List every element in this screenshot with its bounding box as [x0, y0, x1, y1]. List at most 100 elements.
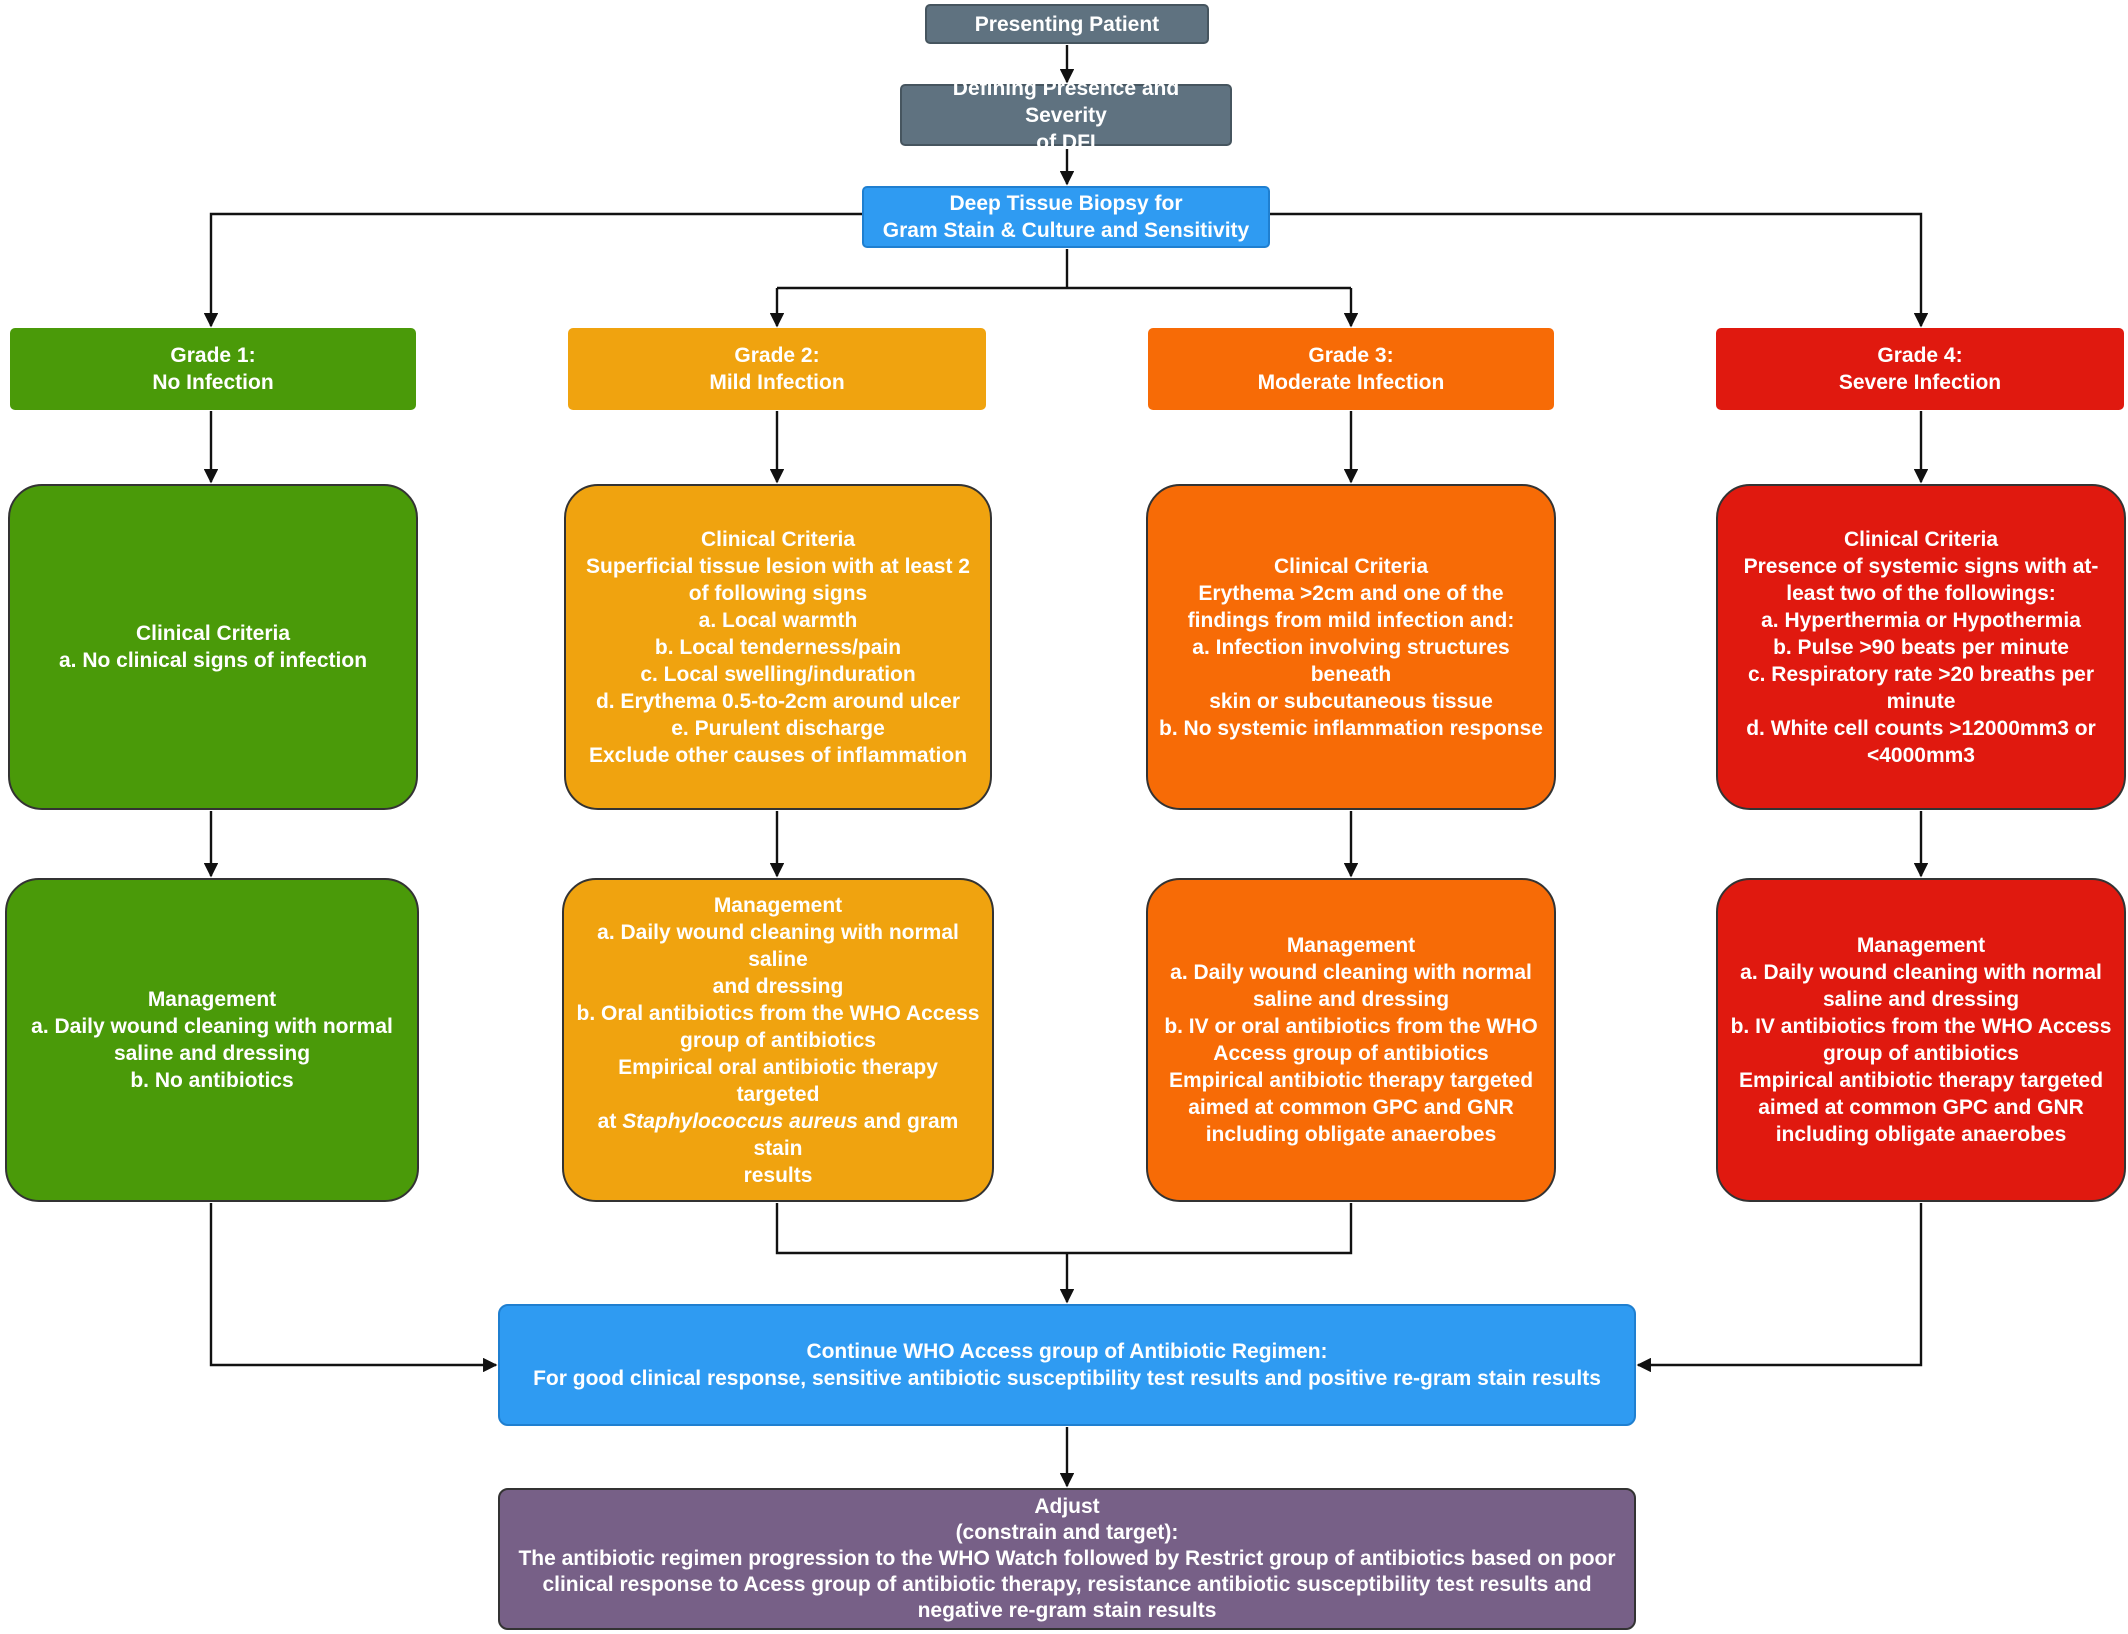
- grade-3-management: Management a. Daily wound cleaning with …: [1146, 878, 1556, 1202]
- grade-3-criteria-line: a. Infection involving structures beneat…: [1192, 635, 1510, 686]
- grade-2-criteria-line: of following signs: [688, 581, 868, 605]
- grade-4-criteria-line: minute: [1886, 689, 1956, 713]
- grade-2-management-line: group of antibiotics: [680, 1028, 876, 1052]
- adjust-title: Adjust: [1034, 1495, 1100, 1518]
- grade-3-name: Moderate Infection: [1257, 371, 1445, 394]
- grade-2-criteria-line: e. Purulent discharge: [671, 716, 885, 740]
- arrow-biopsy-to-grade-1: [203, 212, 862, 328]
- arrow-grade-4-to-continue: [1636, 1203, 1923, 1373]
- grade-1-clinical-criteria: Clinical Criteria a. No clinical signs o…: [8, 484, 418, 810]
- grade-1-criteria-title: Clinical Criteria: [135, 622, 291, 645]
- line-grade-2-3-join: [775, 1203, 1353, 1255]
- grade-4-management-line: aimed at common GPC and GNR: [1758, 1096, 2084, 1119]
- grade-3-label: Grade 3:: [1308, 344, 1394, 367]
- grade-2-management-line: Empirical oral antibiotic therapy target…: [618, 1055, 938, 1106]
- grade-3-management-line: a. Daily wound cleaning with normal: [1170, 961, 1532, 984]
- grade-2-criteria-line: a. Local warmth: [698, 608, 858, 632]
- grade-1-header: Grade 1: No Infection: [10, 328, 416, 410]
- grade-4-criteria-line: <4000mm3: [1866, 743, 1975, 767]
- grade-1-management-line: b. No antibiotics: [130, 1069, 294, 1092]
- grade-4-criteria-line: a. Hyperthermia or Hypothermia: [1761, 608, 2081, 632]
- grade-2-clinical-criteria: Clinical Criteria Superficial tissue les…: [564, 484, 992, 810]
- grade-4-management-line: saline and dressing: [1822, 988, 2020, 1011]
- grade-4-name: Severe Infection: [1838, 371, 2002, 394]
- grade-4-criteria-line: least two of the followings:: [1786, 581, 2056, 605]
- grade-1-name: No Infection: [152, 371, 274, 394]
- grade-3-management-line: saline and dressing: [1252, 988, 1450, 1011]
- grade-2-management-at: at: [597, 1109, 617, 1133]
- grade-1-management-line: saline and dressing: [113, 1042, 311, 1065]
- grade-2-header: Grade 2: Mild Infection: [568, 328, 986, 410]
- grade-2-criteria-line: Exclude other causes of inflammation: [588, 743, 968, 767]
- adjust-regimen-box: Adjust (constrain and target): The antib…: [498, 1488, 1636, 1630]
- adjust-subtitle: (constrain and target):: [955, 1521, 1179, 1544]
- biopsy-line-2: Gram Stain & Culture and Sensitivity: [882, 219, 1250, 242]
- grade-4-clinical-criteria: Clinical Criteria Presence of systemic s…: [1716, 484, 2126, 810]
- arrow-grade-1-to-continue: [209, 1203, 498, 1373]
- grade-1-management: Management a. Daily wound cleaning with …: [5, 878, 419, 1202]
- grade-4-management-line: a. Daily wound cleaning with normal: [1740, 961, 2102, 984]
- grade-1-label: Grade 1:: [170, 344, 256, 367]
- grade-2-management-line: a. Daily wound cleaning with normal sali…: [597, 920, 959, 971]
- defining-severity-line-1: Defining Presence and Severity: [952, 76, 1180, 127]
- grade-1-management-line: a. Daily wound cleaning with normal: [31, 1015, 393, 1038]
- grade-1-criteria-line: a. No clinical signs of infection: [58, 649, 368, 672]
- grade-3-criteria-title: Clinical Criteria: [1273, 554, 1429, 578]
- grade-4-criteria-line: Presence of systemic signs with at-: [1743, 554, 2099, 578]
- grade-2-management: Management a. Daily wound cleaning with …: [562, 878, 994, 1202]
- grade-4-header: Grade 4: Severe Infection: [1716, 328, 2124, 410]
- adjust-text-line: clinical response to Acess group of anti…: [542, 1573, 1592, 1596]
- grade-3-clinical-criteria: Clinical Criteria Erythema >2cm and one …: [1146, 484, 1556, 810]
- grade-2-management-line: b. Oral antibiotics from the WHO Access: [576, 1001, 980, 1025]
- grade-2-criteria-line: Superficial tissue lesion with at least …: [586, 554, 970, 578]
- grade-3-management-title: Management: [1286, 934, 1416, 957]
- grade-1-management-title: Management: [147, 988, 277, 1011]
- grade-4-management-line: b. IV antibiotics from the WHO Access: [1730, 1015, 2112, 1038]
- grade-3-management-line: Access group of antibiotics: [1213, 1042, 1489, 1065]
- grade-2-criteria-line: d. Erythema 0.5-to-2cm around ulcer: [595, 689, 961, 713]
- grade-3-criteria-line: findings from mild infection and:: [1187, 608, 1515, 632]
- arrow-biopsy-to-grade-4: [1270, 212, 1929, 328]
- grade-3-criteria-line: Erythema >2cm and one of the: [1198, 581, 1504, 605]
- continue-regimen-title: Continue WHO Access group of Antibiotic …: [806, 1340, 1328, 1363]
- grade-3-management-line: aimed at common GPC and GNR: [1188, 1096, 1514, 1119]
- grade-4-management-title: Management: [1856, 934, 1986, 957]
- grade-4-criteria-title: Clinical Criteria: [1843, 527, 1999, 551]
- grade-4-criteria-line: b. Pulse >90 beats per minute: [1773, 635, 2069, 659]
- grade-4-criteria-line: d. White cell counts >12000mm3 or: [1746, 716, 2096, 740]
- grade-4-management: Management a. Daily wound cleaning with …: [1716, 878, 2126, 1202]
- grade-2-criteria-title: Clinical Criteria: [700, 527, 856, 551]
- adjust-text-line: The antibiotic regimen progression to th…: [518, 1547, 1616, 1570]
- grade-3-management-line: b. IV or oral antibiotics from the WHO: [1164, 1015, 1538, 1038]
- grade-2-management-line-organism: at Staphylococcus aureus and gram stain: [574, 1108, 982, 1162]
- grade-4-management-line: Empirical antibiotic therapy targeted: [1738, 1069, 2104, 1092]
- staphylococcus-aureus-text: Staphylococcus aureus: [622, 1109, 858, 1133]
- continue-regimen-text: For good clinical response, sensitive an…: [533, 1367, 1601, 1390]
- defining-severity-box: Defining Presence and Severity of DFI: [900, 77, 1232, 154]
- grade-2-name: Mild Infection: [709, 371, 845, 394]
- grade-4-criteria-line: c. Respiratory rate >20 breaths per: [1747, 662, 2095, 686]
- grade-3-criteria-line: b. No systemic inflammation response: [1159, 716, 1543, 740]
- grade-3-header: Grade 3: Moderate Infection: [1148, 328, 1554, 410]
- continue-regimen-box: Continue WHO Access group of Antibiotic …: [498, 1304, 1636, 1426]
- grade-2-management-line: results: [743, 1163, 813, 1187]
- grade-3-management-line: Empirical antibiotic therapy targeted: [1168, 1069, 1534, 1092]
- grade-4-management-line: including obligate anaerobes: [1775, 1123, 2067, 1146]
- grade-3-management-line: including obligate anaerobes: [1205, 1123, 1497, 1146]
- grade-3-criteria-line: skin or subcutaneous tissue: [1209, 689, 1493, 713]
- presenting-patient-box: Presenting Patient: [925, 4, 1209, 44]
- grade-4-management-line: group of antibiotics: [1823, 1042, 2019, 1065]
- grade-2-management-title: Management: [713, 893, 843, 917]
- biopsy-line-1: Deep Tissue Biopsy for: [949, 192, 1183, 215]
- presenting-patient-label: Presenting Patient: [974, 12, 1160, 36]
- grade-4-label: Grade 4:: [1877, 344, 1963, 367]
- deep-tissue-biopsy-box: Deep Tissue Biopsy for Gram Stain & Cult…: [862, 186, 1270, 248]
- defining-severity-line-2: of DFI: [1036, 130, 1096, 154]
- adjust-text-line: negative re-gram stain results: [917, 1599, 1217, 1622]
- grade-2-management-line: and dressing: [712, 974, 844, 998]
- grade-2-criteria-line: b. Local tenderness/pain: [654, 635, 902, 659]
- grade-2-label: Grade 2:: [734, 344, 820, 367]
- grade-2-criteria-line: c. Local swelling/induration: [640, 662, 916, 686]
